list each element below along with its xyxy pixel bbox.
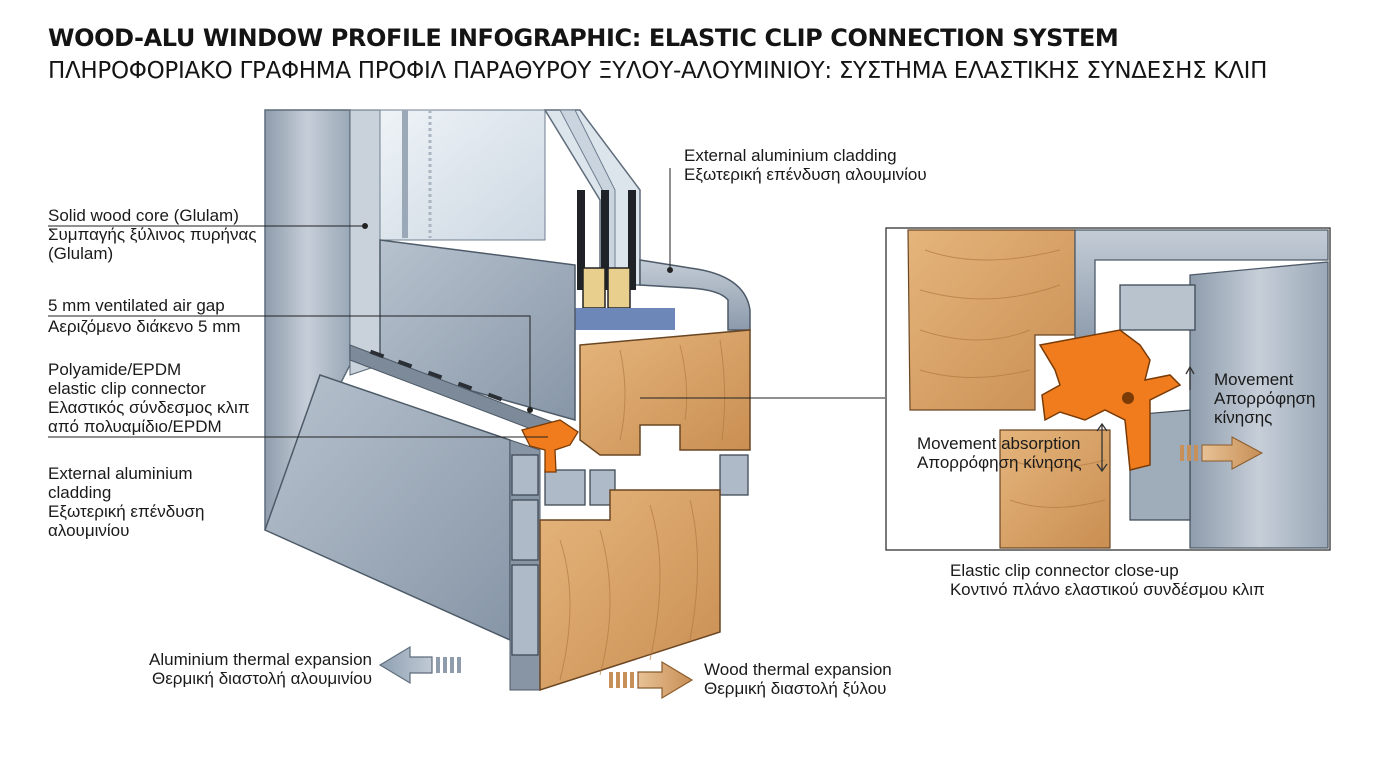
label-cladding-top-en: External aluminium cladding xyxy=(684,146,897,165)
triple-glazing-outer xyxy=(543,109,641,286)
glass-pane xyxy=(379,109,546,241)
label-wood-core: Solid wood core (Glulam) Συμπαγής ξύλινο… xyxy=(48,206,257,263)
label-closeup-en: Elastic clip connector close-up xyxy=(950,561,1179,580)
label-clip-el2: από πολυαμίδιο/EPDM xyxy=(48,417,222,436)
closeup-wood-lower xyxy=(999,429,1111,549)
closeup-wood-grain xyxy=(919,249,1106,508)
label-wood-expansion-el: Θερμική διαστολή ξύλου xyxy=(704,679,887,698)
label-wood-core-el2: (Glulam) xyxy=(48,244,114,263)
label-clip-en1: Polyamide/EPDM xyxy=(48,360,182,379)
closeup-tan-arrow xyxy=(1180,436,1264,470)
spacer-desiccant-2 xyxy=(607,267,631,309)
label-cladding-left-el2: αλουμινίου xyxy=(48,521,130,540)
label-movement-el1: Απορρόφηση xyxy=(1214,389,1316,408)
glass-pane-line-1 xyxy=(577,190,585,290)
wood-core-bottom xyxy=(539,489,721,692)
label-cladding-left-en2: cladding xyxy=(48,483,112,502)
label-cladding-left-el1: Εξωτερική επένδυση xyxy=(48,502,205,521)
label-closeup-caption: Elastic clip connector close-up Κοντινό … xyxy=(950,561,1265,599)
label-cladding-top-el: Εξωτερική επένδυση αλουμινίου xyxy=(684,165,927,184)
label-movement-en: Movement xyxy=(1214,370,1294,389)
label-closeup-el: Κοντινό πλάνο ελαστικού συνδέσμου κλιπ xyxy=(950,580,1265,599)
label-air-gap-el: Αεριζόμενο διάκενο 5 mm xyxy=(48,317,241,336)
label-wood-expansion: Wood thermal expansion Θερμική διαστολή … xyxy=(704,660,892,698)
glass-pane-line-2 xyxy=(601,190,609,290)
closeup-panel xyxy=(885,227,1331,551)
frame-inner-face xyxy=(349,109,381,376)
label-movement-absorption-el: Απορρόφηση κίνησης xyxy=(917,453,1082,472)
label-movement-absorption-en: Movement absorption xyxy=(917,434,1081,453)
label-cladding-left: External aluminium cladding Εξωτερική επ… xyxy=(48,464,205,540)
wood-grain xyxy=(559,339,726,681)
label-clip-en2: elastic clip connector xyxy=(48,379,206,398)
label-cladding-left-en1: External aluminium xyxy=(48,464,193,483)
label-movement: Movement Απορρόφηση κίνησης xyxy=(1214,370,1316,427)
label-cladding-top: External aluminium cladding Εξωτερική επ… xyxy=(684,146,927,184)
profile-chambers xyxy=(511,454,749,656)
vertical-movement-arrow xyxy=(1096,422,1108,473)
label-wood-core-en: Solid wood core (Glulam) xyxy=(48,206,239,225)
leader-lines xyxy=(48,168,885,438)
label-movement-absorption: Movement absorption Απορρόφηση κίνησης xyxy=(917,434,1082,472)
label-wood-expansion-en: Wood thermal expansion xyxy=(704,660,892,679)
clip-hole xyxy=(1122,392,1134,404)
glazing-gasket xyxy=(575,308,675,330)
label-clip-el1: Ελαστικός σύνδεσμος κλιπ xyxy=(48,398,250,417)
wood-expansion-arrow xyxy=(609,660,694,700)
aluminium-expansion-arrow xyxy=(378,645,461,685)
closeup-elastic-clip xyxy=(1038,329,1182,471)
label-air-gap: 5 mm ventilated air gap Αεριζόμενο διάκε… xyxy=(48,296,241,336)
label-air-gap-en: 5 mm ventilated air gap xyxy=(48,296,225,315)
label-alu-expansion-el: Θερμική διαστολή αλουμινίου xyxy=(152,669,372,688)
closeup-alu-chamber xyxy=(1119,284,1196,331)
label-clip: Polyamide/EPDM elastic clip connector Ελ… xyxy=(48,360,250,436)
label-movement-el2: κίνησης xyxy=(1214,408,1273,427)
title-greek: ΠΛΗΡΟΦΟΡΙΑΚΟ ΓΡΑΦΗΜΑ ΠΡΟΦΙΛ ΠΑΡΑΘΥΡΟΥ ΞΥ… xyxy=(48,58,1268,84)
label-wood-core-el1: Συμπαγής ξύλινος πυρήνας xyxy=(48,225,257,244)
label-alu-expansion-en: Aluminium thermal expansion xyxy=(149,650,372,669)
ventilation-slots xyxy=(369,349,503,402)
title-english: WOOD-ALU WINDOW PROFILE INFOGRAPHIC: ELA… xyxy=(48,24,1119,52)
glass-pane-line-3 xyxy=(628,190,636,290)
main-cross-section xyxy=(264,109,751,692)
elastic-clip-main xyxy=(521,419,579,473)
spacer-desiccant-1 xyxy=(582,267,606,309)
movement-curve-arrow xyxy=(1185,365,1195,390)
label-alu-expansion: Aluminium thermal expansion Θερμική διασ… xyxy=(118,650,372,688)
sash-profile xyxy=(379,239,576,421)
